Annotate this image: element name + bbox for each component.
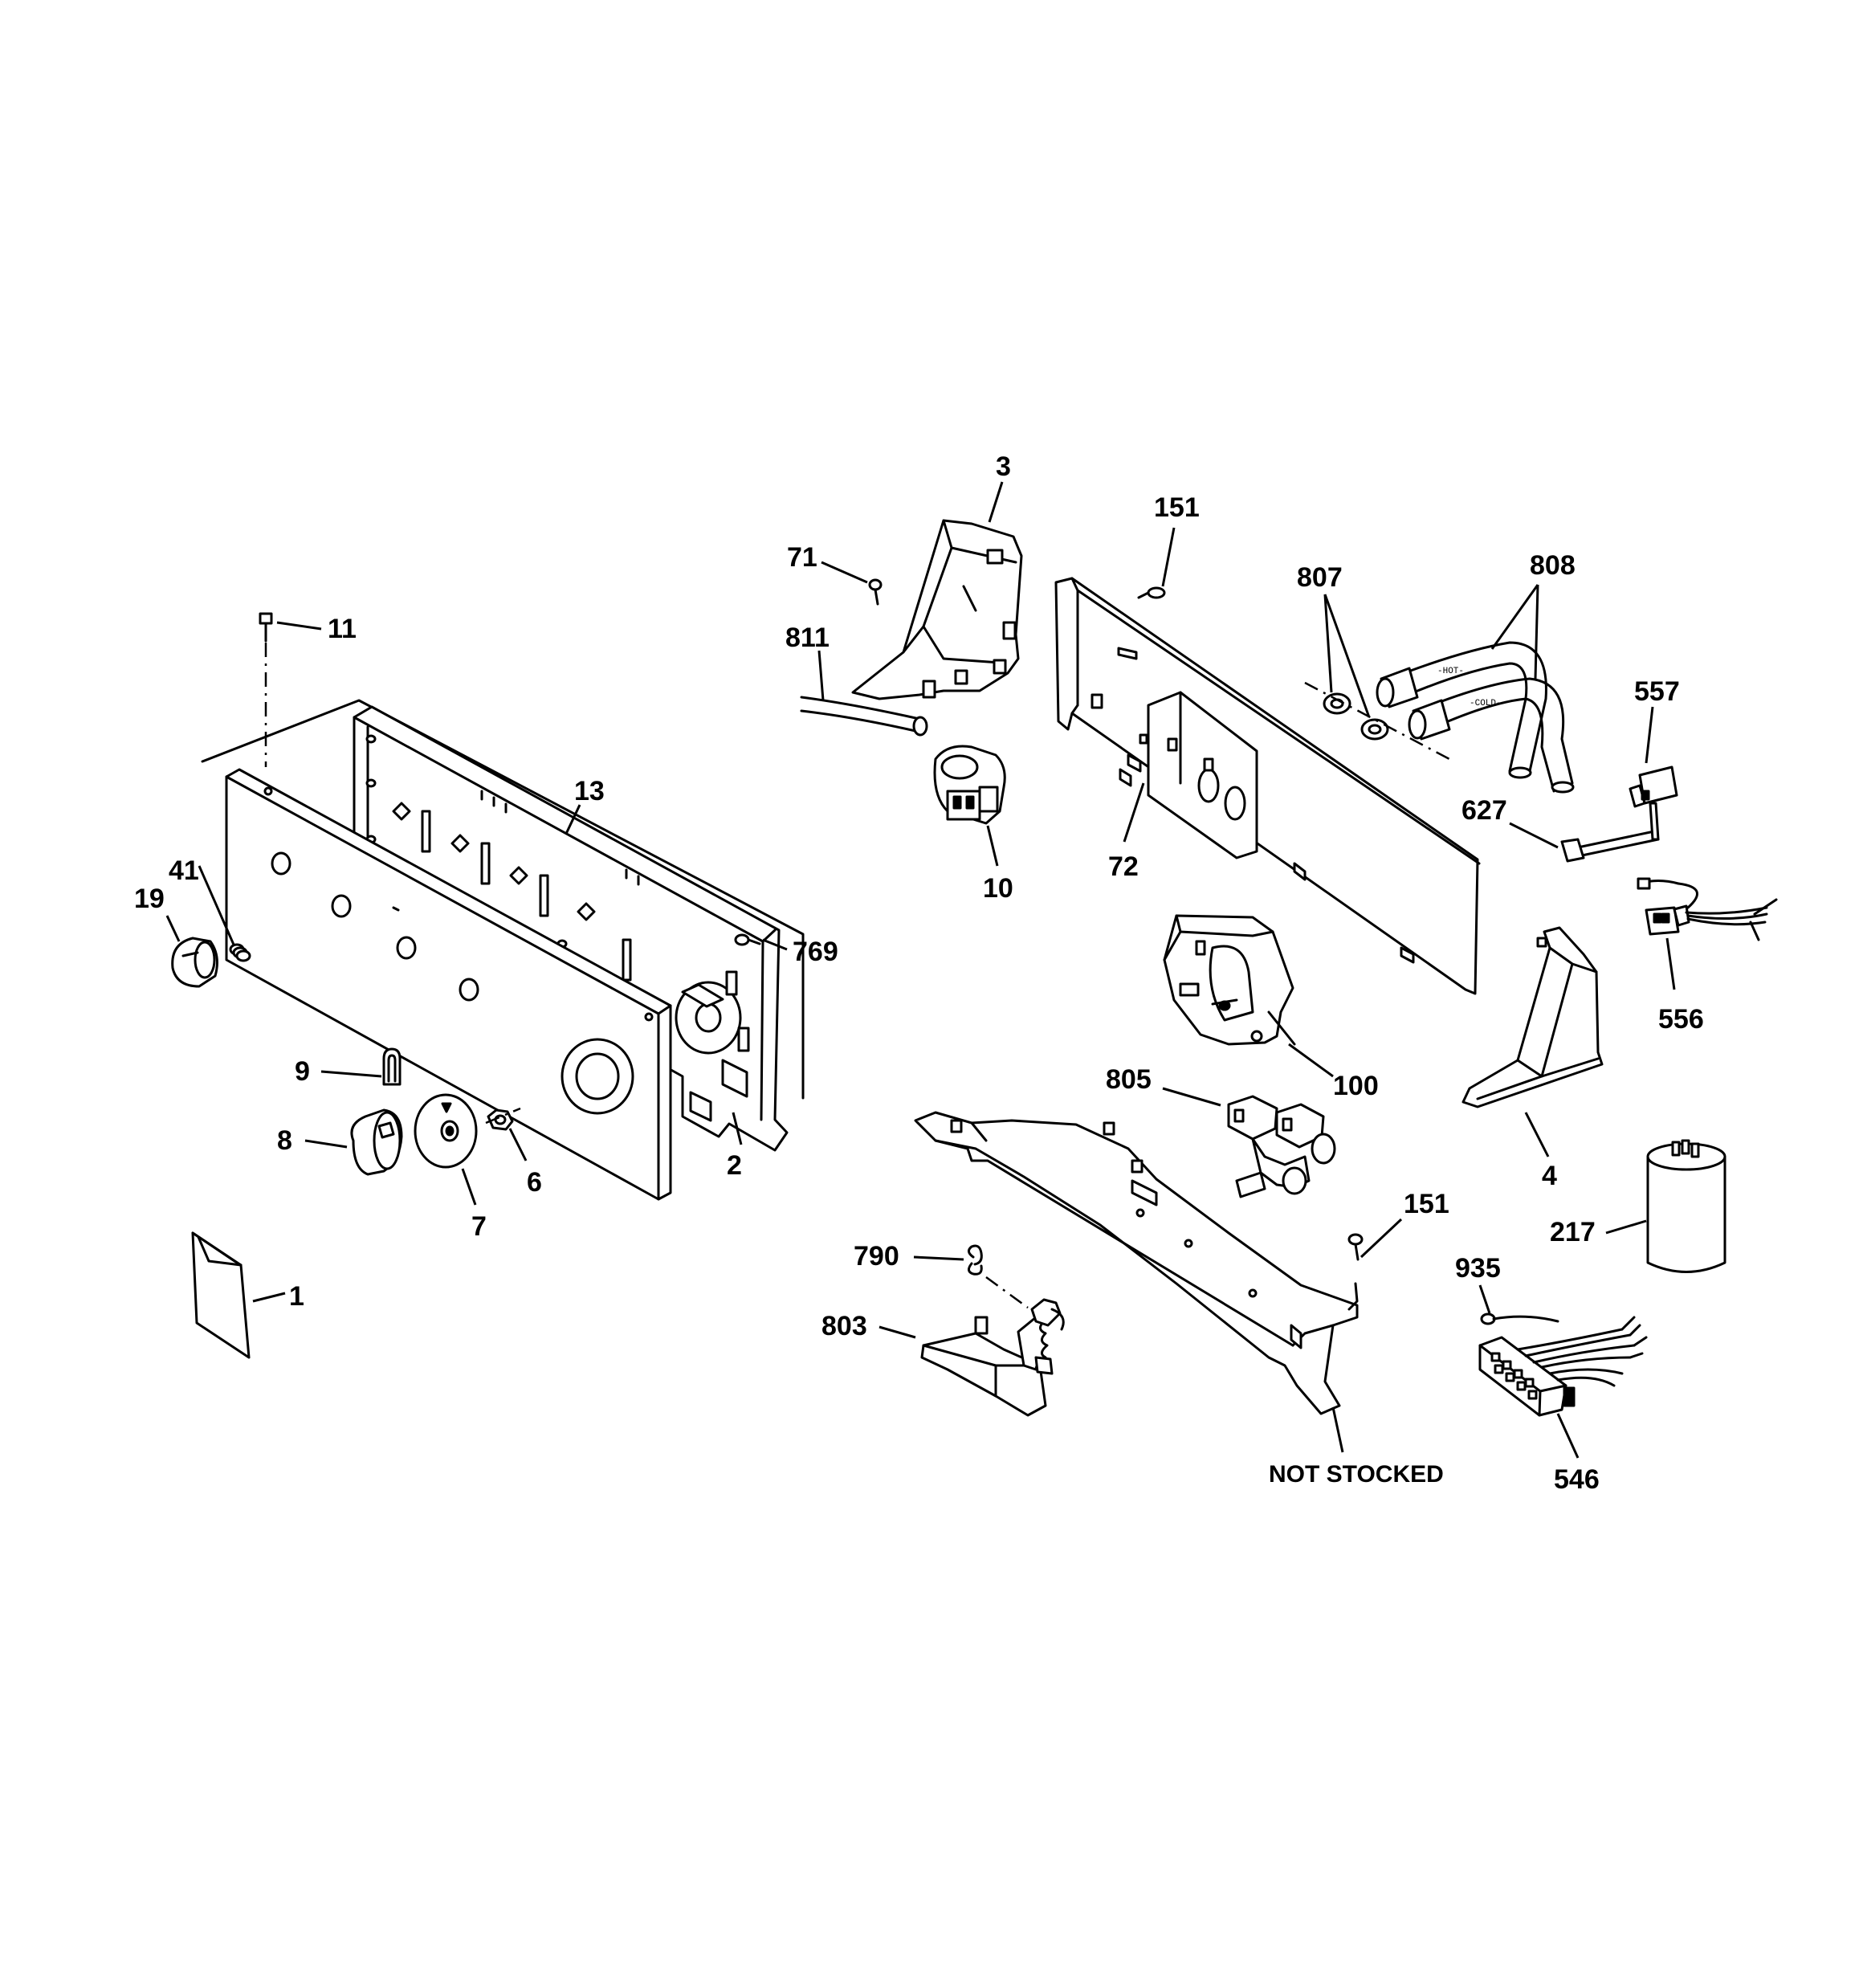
leader-lines xyxy=(165,481,1676,1459)
callout-769: 769 xyxy=(793,937,838,967)
part-803-bellows xyxy=(920,1298,1065,1417)
callout-935: 935 xyxy=(1455,1253,1501,1284)
callout-10: 10 xyxy=(983,873,1013,904)
part-13-front-panel xyxy=(225,768,672,1201)
part-9-clip xyxy=(382,1047,402,1086)
part-557-plug xyxy=(1576,765,1678,857)
part-805-valve xyxy=(1227,1095,1336,1198)
callout-9: 9 xyxy=(295,1056,310,1087)
part-2-panel-frame xyxy=(353,705,789,1152)
callout-807: 807 xyxy=(1297,562,1343,593)
part-6-nut xyxy=(487,1108,514,1131)
callout-6: 6 xyxy=(527,1167,542,1198)
part-790-clamp xyxy=(968,1244,983,1276)
part-100-timer xyxy=(1163,914,1296,1046)
part-217-capacitor xyxy=(1646,1139,1726,1273)
part-13-bracket-outline xyxy=(201,699,805,1100)
part-807-washers xyxy=(1323,692,1389,741)
part-8-knob xyxy=(350,1108,403,1176)
callout-811: 811 xyxy=(785,623,830,653)
callout-41: 41 xyxy=(169,855,199,886)
callout-72: 72 xyxy=(1108,851,1139,882)
part-3-bracket xyxy=(851,519,1023,700)
callout-11: 11 xyxy=(328,614,357,644)
part-72-backsplash xyxy=(1054,577,1481,995)
callout-805: 805 xyxy=(1106,1064,1152,1095)
part-556-harness xyxy=(1637,877,1778,941)
callout-13: 13 xyxy=(574,776,605,806)
part-7-dial xyxy=(414,1093,478,1169)
callout-803: 803 xyxy=(821,1311,867,1341)
callout-8: 8 xyxy=(277,1125,292,1156)
part-769-screw xyxy=(734,933,761,946)
callout-546: 546 xyxy=(1554,1464,1600,1495)
callout-808: 808 xyxy=(1530,550,1576,581)
part-4-bracket xyxy=(1461,926,1604,1108)
axis-line-knob xyxy=(485,1107,521,1125)
callout-labels: 11 13 769 19 41 9 8 7 6 2 1 3 71 811 10 … xyxy=(134,451,1704,1495)
hose-label-hot: -HOT- xyxy=(1437,667,1464,676)
part-808-hoses: -HOT- -COLD- xyxy=(1376,641,1575,794)
part-10-pressure-switch xyxy=(933,745,1006,825)
callout-627: 627 xyxy=(1461,795,1507,826)
part-not-stocked-bracket xyxy=(914,1111,1359,1415)
callout-7: 7 xyxy=(471,1211,487,1242)
axis-line-washers xyxy=(1304,681,1450,761)
part-151-screw-top xyxy=(1137,586,1166,599)
part-546-harness-block xyxy=(1478,1316,1648,1417)
part-71-screw xyxy=(868,578,883,606)
callout-151-bottom: 151 xyxy=(1404,1189,1449,1219)
axis-line-clamp xyxy=(985,1276,1029,1309)
part-811-tube xyxy=(800,696,928,737)
callout-217: 217 xyxy=(1550,1217,1596,1247)
part-1-envelope xyxy=(191,1231,251,1359)
callout-100: 100 xyxy=(1333,1071,1379,1101)
callout-71: 71 xyxy=(787,542,817,573)
hose-label-cold: -COLD- xyxy=(1470,699,1502,708)
part-11-screw xyxy=(259,612,273,643)
callout-790: 790 xyxy=(854,1241,899,1272)
part-627-connector xyxy=(1560,838,1585,863)
callout-557: 557 xyxy=(1634,676,1680,707)
callout-19: 19 xyxy=(134,884,165,914)
part-151-screw-bottom xyxy=(1347,1233,1364,1261)
callout-3: 3 xyxy=(996,451,1011,482)
callout-1: 1 xyxy=(289,1281,304,1312)
callout-151-top: 151 xyxy=(1154,492,1200,523)
callout-2: 2 xyxy=(727,1150,742,1181)
part-19-knob xyxy=(171,937,218,988)
part-41-spring xyxy=(229,943,251,962)
callout-556: 556 xyxy=(1658,1004,1704,1035)
callout-4: 4 xyxy=(1542,1161,1557,1191)
part-935-jumper xyxy=(1480,1312,1559,1325)
not-stocked-note: NOT STOCKED xyxy=(1269,1461,1444,1488)
